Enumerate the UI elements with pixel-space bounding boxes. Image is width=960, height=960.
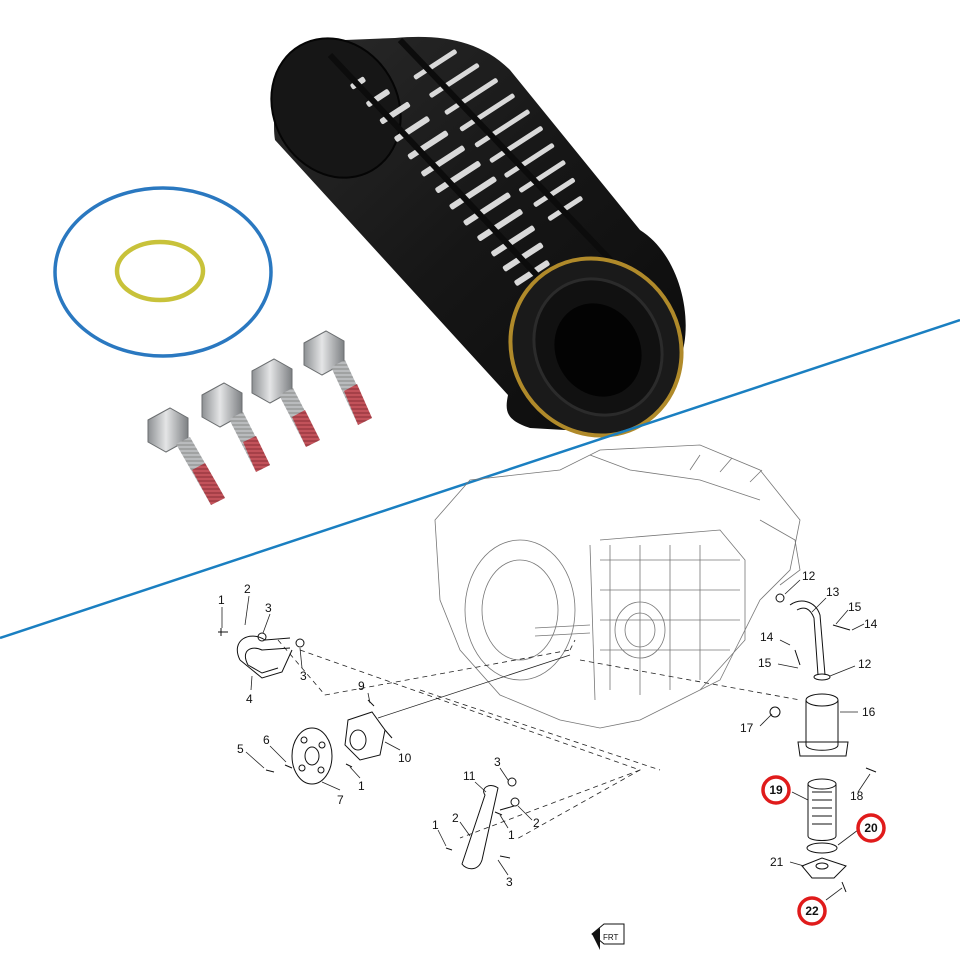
callout-18: 18 bbox=[850, 789, 864, 803]
callout-1: 1 bbox=[358, 779, 365, 793]
callout-1: 1 bbox=[508, 828, 515, 842]
callout-labels: 1 2 3 3 4 5 6 7 1 9 10 11 3 1 2 1 2 3 12… bbox=[218, 569, 878, 889]
callout-11: 11 bbox=[463, 769, 476, 783]
bolt-4 bbox=[303, 330, 372, 425]
callout-9: 9 bbox=[358, 679, 365, 693]
callout-13: 13 bbox=[826, 585, 840, 599]
reference-lines bbox=[277, 639, 801, 841]
callout-4: 4 bbox=[246, 692, 253, 706]
callout-7: 7 bbox=[337, 793, 344, 807]
small-o-ring bbox=[114, 239, 206, 303]
filter-cap-21 bbox=[801, 767, 877, 893]
callout-15: 15 bbox=[848, 600, 862, 614]
callout-1: 1 bbox=[218, 593, 225, 607]
leader-lines bbox=[221, 579, 871, 901]
callout-3: 3 bbox=[506, 875, 513, 889]
callout-15: 15 bbox=[758, 656, 772, 670]
callout-2: 2 bbox=[452, 811, 459, 825]
callout-12: 12 bbox=[802, 569, 816, 583]
oil-tube-11 bbox=[461, 777, 520, 870]
svg-text:20: 20 bbox=[864, 821, 878, 835]
transmission-housing bbox=[434, 444, 801, 729]
large-o-ring bbox=[53, 186, 273, 358]
callout-3: 3 bbox=[494, 755, 501, 769]
highlighted-callout-22: 22 bbox=[797, 896, 827, 926]
highlighted-callout-20: 20 bbox=[856, 813, 886, 843]
callout-16: 16 bbox=[862, 705, 876, 719]
callout-14: 14 bbox=[864, 617, 878, 631]
oil-pump-10 bbox=[344, 711, 393, 761]
callout-3: 3 bbox=[265, 601, 272, 615]
svg-text:22: 22 bbox=[805, 904, 819, 918]
oil-pump-gear-7 bbox=[291, 727, 333, 785]
callout-17: 17 bbox=[740, 721, 754, 735]
svg-text:19: 19 bbox=[769, 783, 783, 797]
filter-mesh bbox=[350, 49, 583, 286]
callout-6: 6 bbox=[263, 733, 270, 747]
oil-filter-element bbox=[270, 36, 686, 438]
callout-1: 1 bbox=[432, 818, 439, 832]
svg-text:FRT: FRT bbox=[603, 933, 619, 942]
o-ring-20 bbox=[806, 842, 838, 854]
callout-10: 10 bbox=[398, 751, 412, 765]
bolt-3 bbox=[251, 358, 320, 447]
small-fasteners bbox=[218, 628, 503, 851]
filter-element-19 bbox=[807, 778, 837, 841]
highlighted-callout-19: 19 bbox=[761, 775, 791, 805]
filter-housing-16 bbox=[769, 693, 849, 757]
callout-12: 12 bbox=[858, 657, 872, 671]
front-direction-indicator: FRT bbox=[591, 923, 625, 950]
oil-tube-4 bbox=[237, 632, 305, 679]
bolt-2 bbox=[201, 382, 270, 472]
callout-2: 2 bbox=[244, 582, 251, 596]
callout-21: 21 bbox=[770, 855, 784, 869]
callout-3: 3 bbox=[300, 669, 307, 683]
bolt-1 bbox=[147, 407, 225, 505]
callout-2: 2 bbox=[533, 816, 540, 830]
callout-5: 5 bbox=[237, 742, 244, 756]
oil-tube-13 bbox=[775, 593, 851, 681]
callout-14: 14 bbox=[760, 630, 774, 644]
